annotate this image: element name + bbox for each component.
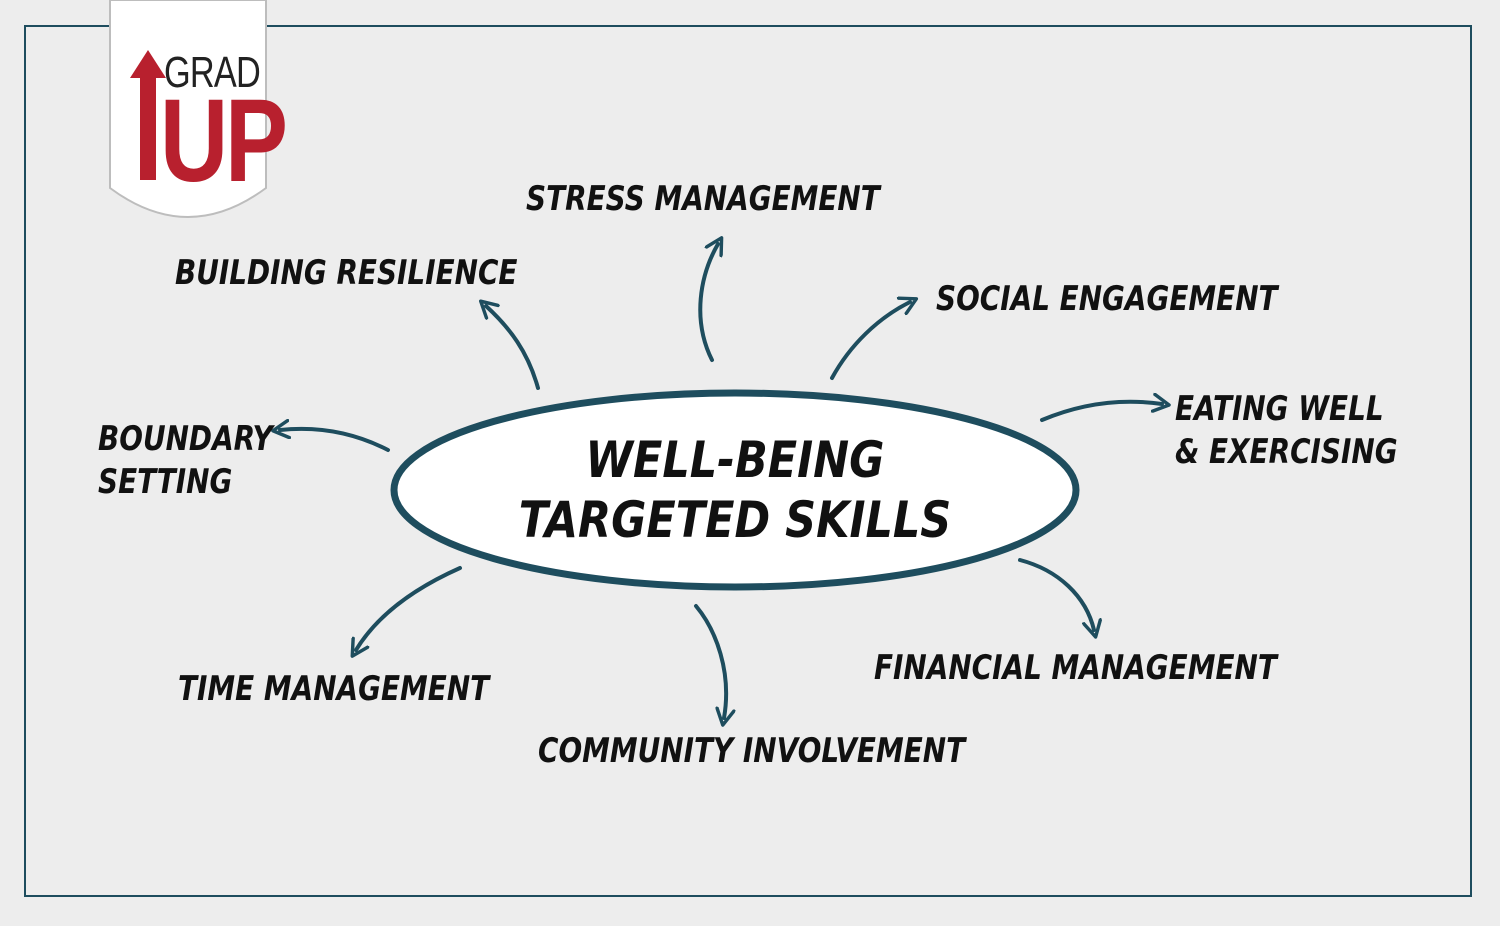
skill-financial-management: FINANCIAL MANAGEMENT bbox=[874, 648, 1277, 688]
center-title-line1: WELL-BEING bbox=[585, 431, 885, 489]
logo-up-text: UP bbox=[160, 75, 288, 207]
logo-grad-text: GRAD bbox=[164, 48, 261, 97]
arrow-time bbox=[356, 566, 462, 650]
skill-building-resilience: BUILDING RESILIENCE bbox=[175, 253, 518, 293]
skill-boundary-line1: BOUNDARY bbox=[98, 419, 273, 459]
skill-eating-well-line1: EATING WELL bbox=[1175, 389, 1384, 429]
skill-social-engagement: SOCIAL ENGAGEMENT bbox=[936, 279, 1278, 319]
skill-time-management: TIME MANAGEMENT bbox=[178, 669, 490, 709]
arrow-social bbox=[830, 302, 910, 380]
skill-community-involvement: COMMUNITY INVOLVEMENT bbox=[538, 731, 966, 771]
diagram-frame bbox=[24, 25, 1472, 897]
skill-stress-management: STRESS MANAGEMENT bbox=[526, 179, 880, 219]
center-title: WELL-BEING TARGETED SKILLS bbox=[392, 430, 1078, 550]
arrow-stress bbox=[698, 244, 718, 362]
arrow-boundary bbox=[280, 429, 390, 452]
logo-badge bbox=[109, 0, 267, 218]
skill-eating-well-line2: & EXERCISING bbox=[1175, 432, 1398, 472]
arrow-eating bbox=[1040, 402, 1162, 422]
center-ellipse bbox=[390, 389, 1080, 591]
arrow-community bbox=[694, 604, 726, 718]
center-title-line2: TARGETED SKILLS bbox=[518, 491, 952, 549]
arrow-resilience bbox=[486, 306, 540, 390]
arrow-financial bbox=[1018, 558, 1094, 630]
up-arrow-icon bbox=[130, 50, 166, 180]
skill-boundary-line2: SETTING bbox=[98, 462, 233, 502]
